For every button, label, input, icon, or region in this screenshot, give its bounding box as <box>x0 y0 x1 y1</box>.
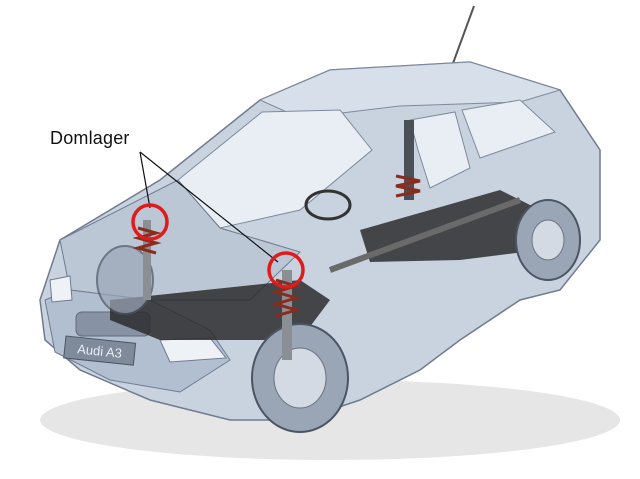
fog-light <box>49 275 73 303</box>
front-left-wheel-icon <box>251 323 349 433</box>
steering-wheel-icon <box>304 189 352 221</box>
front-subframe <box>110 280 330 340</box>
antenna-icon <box>451 5 475 67</box>
rear-axle-beam <box>360 190 560 262</box>
rear-right-wheel-icon <box>515 199 581 281</box>
callout-label-domlager: Domlager <box>50 128 130 148</box>
license-plate: Audi A3 <box>63 335 137 366</box>
callout-leader-front-right <box>139 151 151 209</box>
callout-leader-front-left <box>139 151 279 263</box>
plate-text: Audi A3 <box>77 341 123 361</box>
side-window-front <box>409 111 471 189</box>
strut-mount-icon-front-right <box>131 203 169 241</box>
side-window-rear <box>461 99 556 159</box>
exhaust-pipe <box>328 197 522 273</box>
strut-mount-icon-front-left <box>267 251 305 289</box>
rear-strut-coil-spring-icon <box>395 120 421 200</box>
front-left-strut-coil-spring-icon <box>270 270 302 360</box>
front-right-wheel-icon <box>96 245 154 315</box>
